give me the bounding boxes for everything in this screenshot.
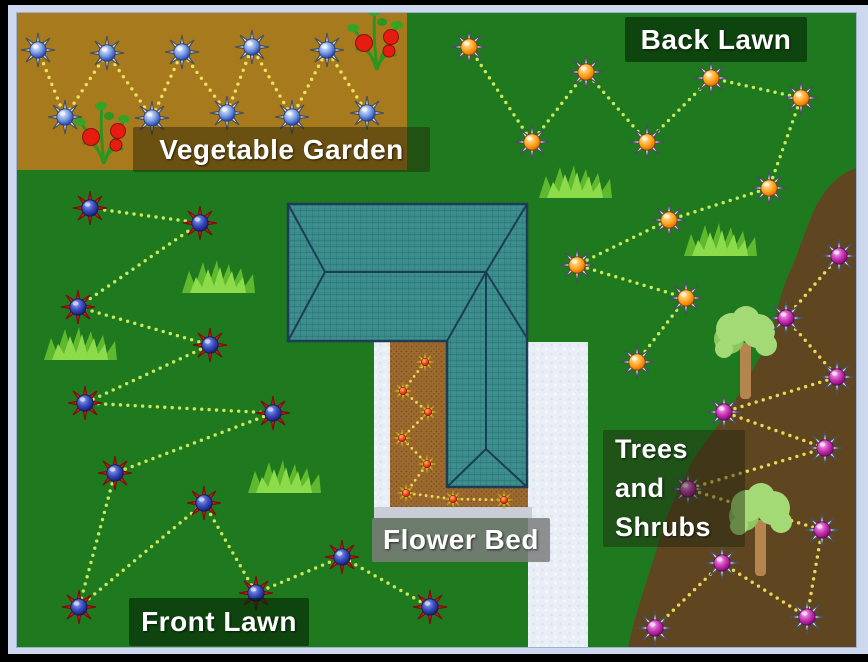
front-lawn-sprinkler[interactable] bbox=[67, 385, 103, 421]
flower-bed-sprinkler[interactable] bbox=[415, 352, 435, 372]
trees-and-shrubs-sprinkler[interactable] bbox=[768, 300, 804, 336]
trees-and-shrubs-sprinkler[interactable] bbox=[807, 430, 843, 466]
walkway-right bbox=[528, 342, 588, 647]
walkway-left-edge bbox=[374, 342, 390, 517]
vegetable-garden-sprinkler[interactable] bbox=[209, 95, 245, 131]
trees-and-shrubs-sprinkler[interactable] bbox=[704, 545, 740, 581]
trees-and-shrubs-sprinkler[interactable] bbox=[789, 599, 825, 635]
vegetable-garden-sprinkler[interactable] bbox=[89, 35, 125, 71]
flower-bed-sprinkler[interactable] bbox=[393, 381, 413, 401]
flower-bed-sprinkler[interactable] bbox=[494, 490, 514, 510]
trees-and-shrubs-label-line2: and bbox=[615, 473, 665, 503]
trees-and-shrubs-label: Trees and Shrubs bbox=[603, 430, 745, 547]
back-lawn-sprinkler[interactable] bbox=[693, 60, 729, 96]
front-lawn-label: Front Lawn bbox=[129, 598, 309, 646]
flower-bed-sprinkler[interactable] bbox=[418, 402, 438, 422]
back-lawn-sprinkler[interactable] bbox=[514, 124, 550, 160]
trees-and-shrubs-sprinkler[interactable] bbox=[706, 394, 742, 430]
flower-bed-sprinkler[interactable] bbox=[417, 454, 437, 474]
back-lawn-label: Back Lawn bbox=[625, 17, 807, 62]
house-roof bbox=[286, 202, 529, 489]
trees-and-shrubs-sprinkler[interactable] bbox=[637, 610, 673, 646]
back-lawn-sprinkler[interactable] bbox=[559, 247, 595, 283]
vegetable-garden-sprinkler[interactable] bbox=[349, 95, 385, 131]
vegetable-garden-sprinkler[interactable] bbox=[164, 34, 200, 70]
flower-bed-sprinkler[interactable] bbox=[396, 483, 416, 503]
back-lawn-sprinkler[interactable] bbox=[568, 54, 604, 90]
trees-and-shrubs-label-line1: Trees bbox=[615, 434, 689, 464]
front-lawn-sprinkler[interactable] bbox=[97, 455, 133, 491]
water-line-vegetable-garden bbox=[36, 43, 369, 122]
back-lawn-sprinkler[interactable] bbox=[451, 29, 487, 65]
vegetable-garden-sprinkler[interactable] bbox=[47, 99, 83, 135]
water-line-front-lawn bbox=[74, 206, 432, 612]
front-lawn-sprinkler[interactable] bbox=[412, 589, 448, 625]
front-lawn-sprinkler[interactable] bbox=[72, 190, 108, 226]
vegetable-garden-sprinkler[interactable] bbox=[20, 32, 56, 68]
back-lawn-sprinkler[interactable] bbox=[751, 170, 787, 206]
vegetable-garden-label: Vegetable Garden bbox=[133, 127, 430, 172]
front-lawn-sprinkler[interactable] bbox=[182, 205, 218, 241]
flower-bed-label: Flower Bed bbox=[372, 518, 550, 562]
front-lawn-sprinkler[interactable] bbox=[61, 589, 97, 625]
vegetable-garden-sprinkler[interactable] bbox=[309, 32, 345, 68]
back-lawn-sprinkler[interactable] bbox=[783, 80, 819, 116]
front-lawn-sprinkler[interactable] bbox=[324, 539, 360, 575]
front-lawn-sprinkler[interactable] bbox=[186, 485, 222, 521]
yard-map bbox=[16, 12, 857, 648]
trees-and-shrubs-label-line3: Shrubs bbox=[615, 512, 712, 542]
front-lawn-sprinkler[interactable] bbox=[60, 289, 96, 325]
front-lawn-sprinkler[interactable] bbox=[192, 327, 228, 363]
water-line-trees-and-shrubs bbox=[653, 254, 841, 630]
trees-and-shrubs-sprinkler[interactable] bbox=[804, 512, 840, 548]
trees-and-shrubs-sprinkler[interactable] bbox=[821, 238, 856, 274]
front-lawn-sprinkler[interactable] bbox=[255, 395, 291, 431]
vegetable-garden-sprinkler[interactable] bbox=[234, 29, 270, 65]
flower-bed-sprinkler[interactable] bbox=[443, 489, 463, 509]
back-lawn-sprinkler[interactable] bbox=[651, 202, 687, 238]
flower-bed-sprinkler[interactable] bbox=[392, 428, 412, 448]
trees-and-shrubs-sprinkler[interactable] bbox=[819, 359, 855, 395]
back-lawn-sprinkler[interactable] bbox=[668, 280, 704, 316]
back-lawn-sprinkler[interactable] bbox=[629, 124, 665, 160]
back-lawn-sprinkler[interactable] bbox=[619, 344, 655, 380]
walkway-bottom-edge bbox=[374, 507, 532, 518]
